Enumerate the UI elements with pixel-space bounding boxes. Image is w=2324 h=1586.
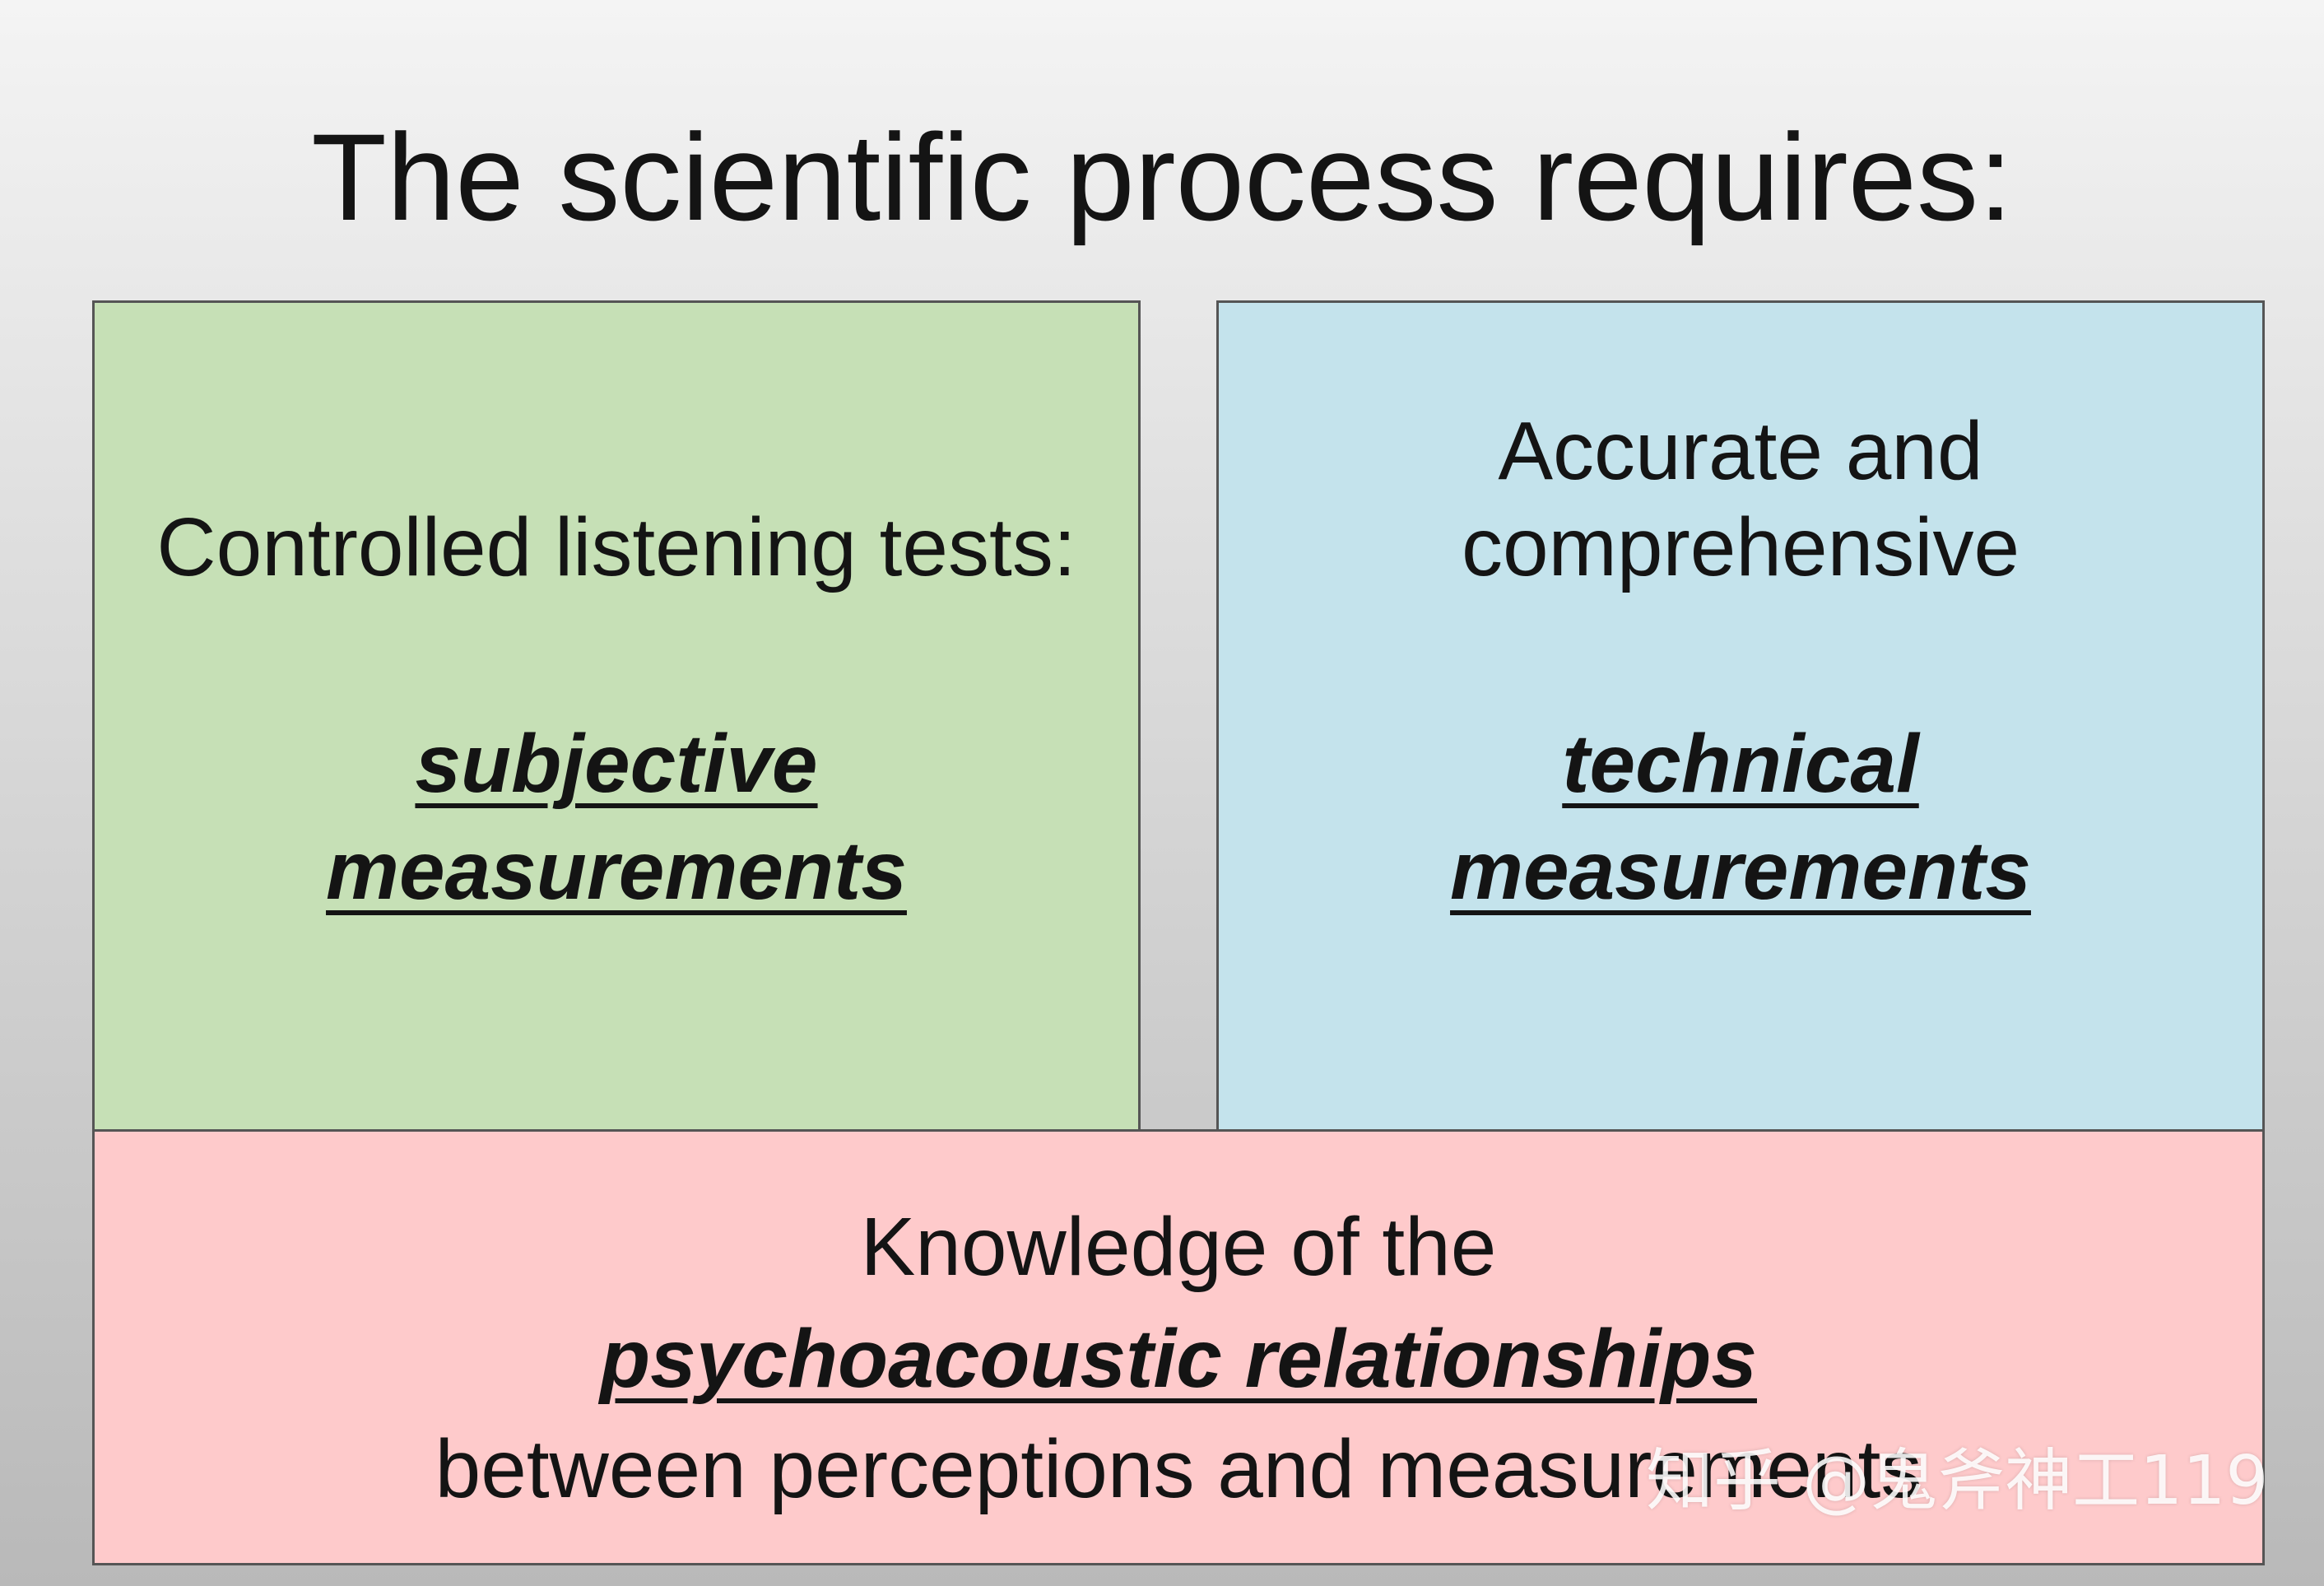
technical-label: technical [1562,718,1919,810]
subjective-label: subjective [415,718,818,810]
knowledge-of-the-label: Knowledge of the [860,1201,1497,1293]
technical-measurements-box: Accurate and comprehensive technical mea… [1216,300,2265,1132]
psychoacoustic-relationships-box: Knowledge of the psychoacoustic relation… [92,1129,2265,1565]
between-perceptions-label: between perceptions and measurements [435,1423,1922,1515]
comprehensive-label: comprehensive [1461,501,2020,593]
accurate-and-label: Accurate and [1498,405,1983,497]
psychoacoustic-relationships-label: psychoacoustic relationships [600,1313,1757,1405]
listening-tests-label: Controlled listening tests: [156,501,1076,593]
watermark: 知乎 @鬼斧神工119 [1646,1442,2269,1520]
measurements-label-right: measurements [1450,825,2031,917]
slide-title: The scientific process requires: [311,108,2013,246]
measurements-label-left: measurements [326,825,907,917]
subjective-measurements-box: Controlled listening tests: subjective m… [92,300,1141,1132]
